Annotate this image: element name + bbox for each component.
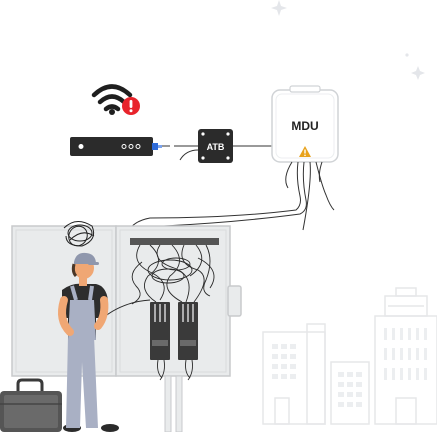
router-device [70,137,162,156]
wifi-alert-icon [91,84,140,115]
cable-router-atb [162,145,199,161]
background-buildings [262,287,437,425]
toolbox [0,378,62,432]
atb-label: ATB [207,142,225,152]
atb-box: ATB [198,129,233,163]
tangled-wire-doodle [63,221,95,247]
sparkle-decoration [271,0,425,80]
mdu-label: MDU [291,119,318,133]
tangled-cables [97,244,215,381]
worker-figure [58,252,119,432]
building-windows [272,328,427,407]
mdu-box: MDU [271,85,339,163]
cabinet-modules [150,302,198,360]
warning-icon [299,146,311,157]
